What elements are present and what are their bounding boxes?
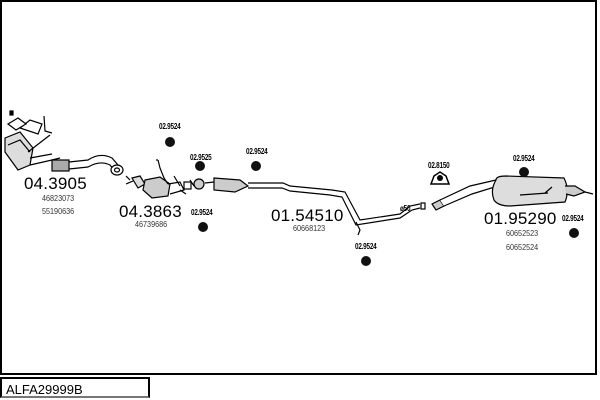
rear-silencer-drawing[interactable] xyxy=(431,175,594,211)
oem-number: 46739686 xyxy=(135,219,168,229)
part-number-middle-silencer[interactable]: 01.54510 xyxy=(271,206,344,225)
oem-number: 55190636 xyxy=(42,206,75,216)
mount-icon-7 xyxy=(519,167,529,177)
part-number-catalyst[interactable]: 04.3863 xyxy=(119,202,182,221)
oem-number: 60668123 xyxy=(293,223,326,233)
mount-icon-1 xyxy=(165,137,175,147)
oem-number: 60652524 xyxy=(506,242,539,252)
model-code-box: ALFA29999B xyxy=(0,377,150,398)
mount-label[interactable]: 02.9524 xyxy=(191,207,213,217)
model-code: ALFA29999B xyxy=(6,382,83,397)
mount-label[interactable]: 02.9524 xyxy=(246,146,268,156)
mount-icons xyxy=(165,137,579,266)
mount-label[interactable]: 02.9524 xyxy=(159,121,181,131)
mount-icon-3 xyxy=(251,161,261,171)
part-number-front-pipe[interactable]: 04.3905 xyxy=(24,174,87,193)
middle-silencer-drawing[interactable] xyxy=(193,177,426,236)
mount-label[interactable]: 02.9524 xyxy=(562,213,584,223)
part-number-rear-silencer[interactable]: 01.95290 xyxy=(484,209,557,228)
mount-icon-5 xyxy=(361,256,371,266)
mount-label[interactable]: 02.9524 xyxy=(355,241,377,251)
front-pipe-catalyst-drawing[interactable] xyxy=(4,110,124,176)
mount-label[interactable]: 02.9525 xyxy=(190,152,212,162)
mount-icon-4 xyxy=(198,222,208,232)
diagram-frame xyxy=(0,0,597,375)
pipe-diameter-label: ø50 xyxy=(400,203,411,213)
oem-number: 46823073 xyxy=(42,193,75,203)
mount-icon-8 xyxy=(569,228,579,238)
catalyst-drawing[interactable] xyxy=(125,159,195,199)
oem-number: 60652523 xyxy=(506,228,539,238)
mount-icon-2 xyxy=(195,161,205,171)
mount-label[interactable]: 02.9524 xyxy=(513,153,535,163)
mount-label[interactable]: 02.8150 xyxy=(428,160,450,170)
